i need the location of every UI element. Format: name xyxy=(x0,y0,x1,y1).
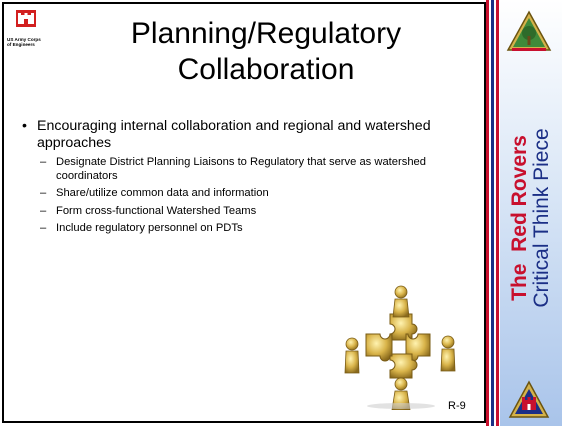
castle-logo-icon xyxy=(16,10,36,27)
sub-bullet-item: – Share/utilize common data and informat… xyxy=(40,187,269,199)
page-title: Planning/Regulatory Collaboration xyxy=(86,16,446,88)
bullet-item: • Encouraging internal collaboration and… xyxy=(22,118,431,151)
slide-number: R-9 xyxy=(448,400,466,412)
sub-bullet-item: – Include regulatory personnel on PDTs xyxy=(40,222,243,234)
tree-emblem-icon xyxy=(506,10,552,51)
dash-icon: – xyxy=(40,204,47,217)
dash-icon: – xyxy=(40,187,47,199)
puzzle-people-icon xyxy=(344,285,456,410)
stripe-blue xyxy=(491,0,494,426)
sub-bullet-item: – Designate District Planning Liaisons t… xyxy=(40,156,427,182)
sub-bullet-list: – Designate District Planning Liaisons t… xyxy=(22,156,478,236)
title-line-2: Collaboration xyxy=(177,53,355,86)
bullet-dot-icon: • xyxy=(22,118,27,134)
sub-bullet-item: – Form cross-functional Watershed Teams xyxy=(40,204,257,217)
usace-logo-text: US Army Corps of Engineers xyxy=(7,37,41,47)
stripe-white xyxy=(494,0,496,426)
bullet-list: • Encouraging internal collaboration and… xyxy=(22,118,478,236)
side-panel xyxy=(500,0,562,426)
slide-frame xyxy=(2,2,486,423)
stripe-white xyxy=(489,0,491,426)
stripe-red xyxy=(486,0,489,426)
stripe-red xyxy=(496,0,499,426)
team-subtitle: Critical Think Piece xyxy=(530,128,553,308)
castle-emblem-icon xyxy=(508,380,550,418)
title-line-1: Planning/Regulatory xyxy=(130,17,402,50)
usace-logo: US Army Corps of Engineers xyxy=(7,10,65,60)
dash-icon: – xyxy=(40,222,47,234)
team-name: The Red Rovers xyxy=(508,135,531,301)
dash-icon: – xyxy=(40,156,47,168)
